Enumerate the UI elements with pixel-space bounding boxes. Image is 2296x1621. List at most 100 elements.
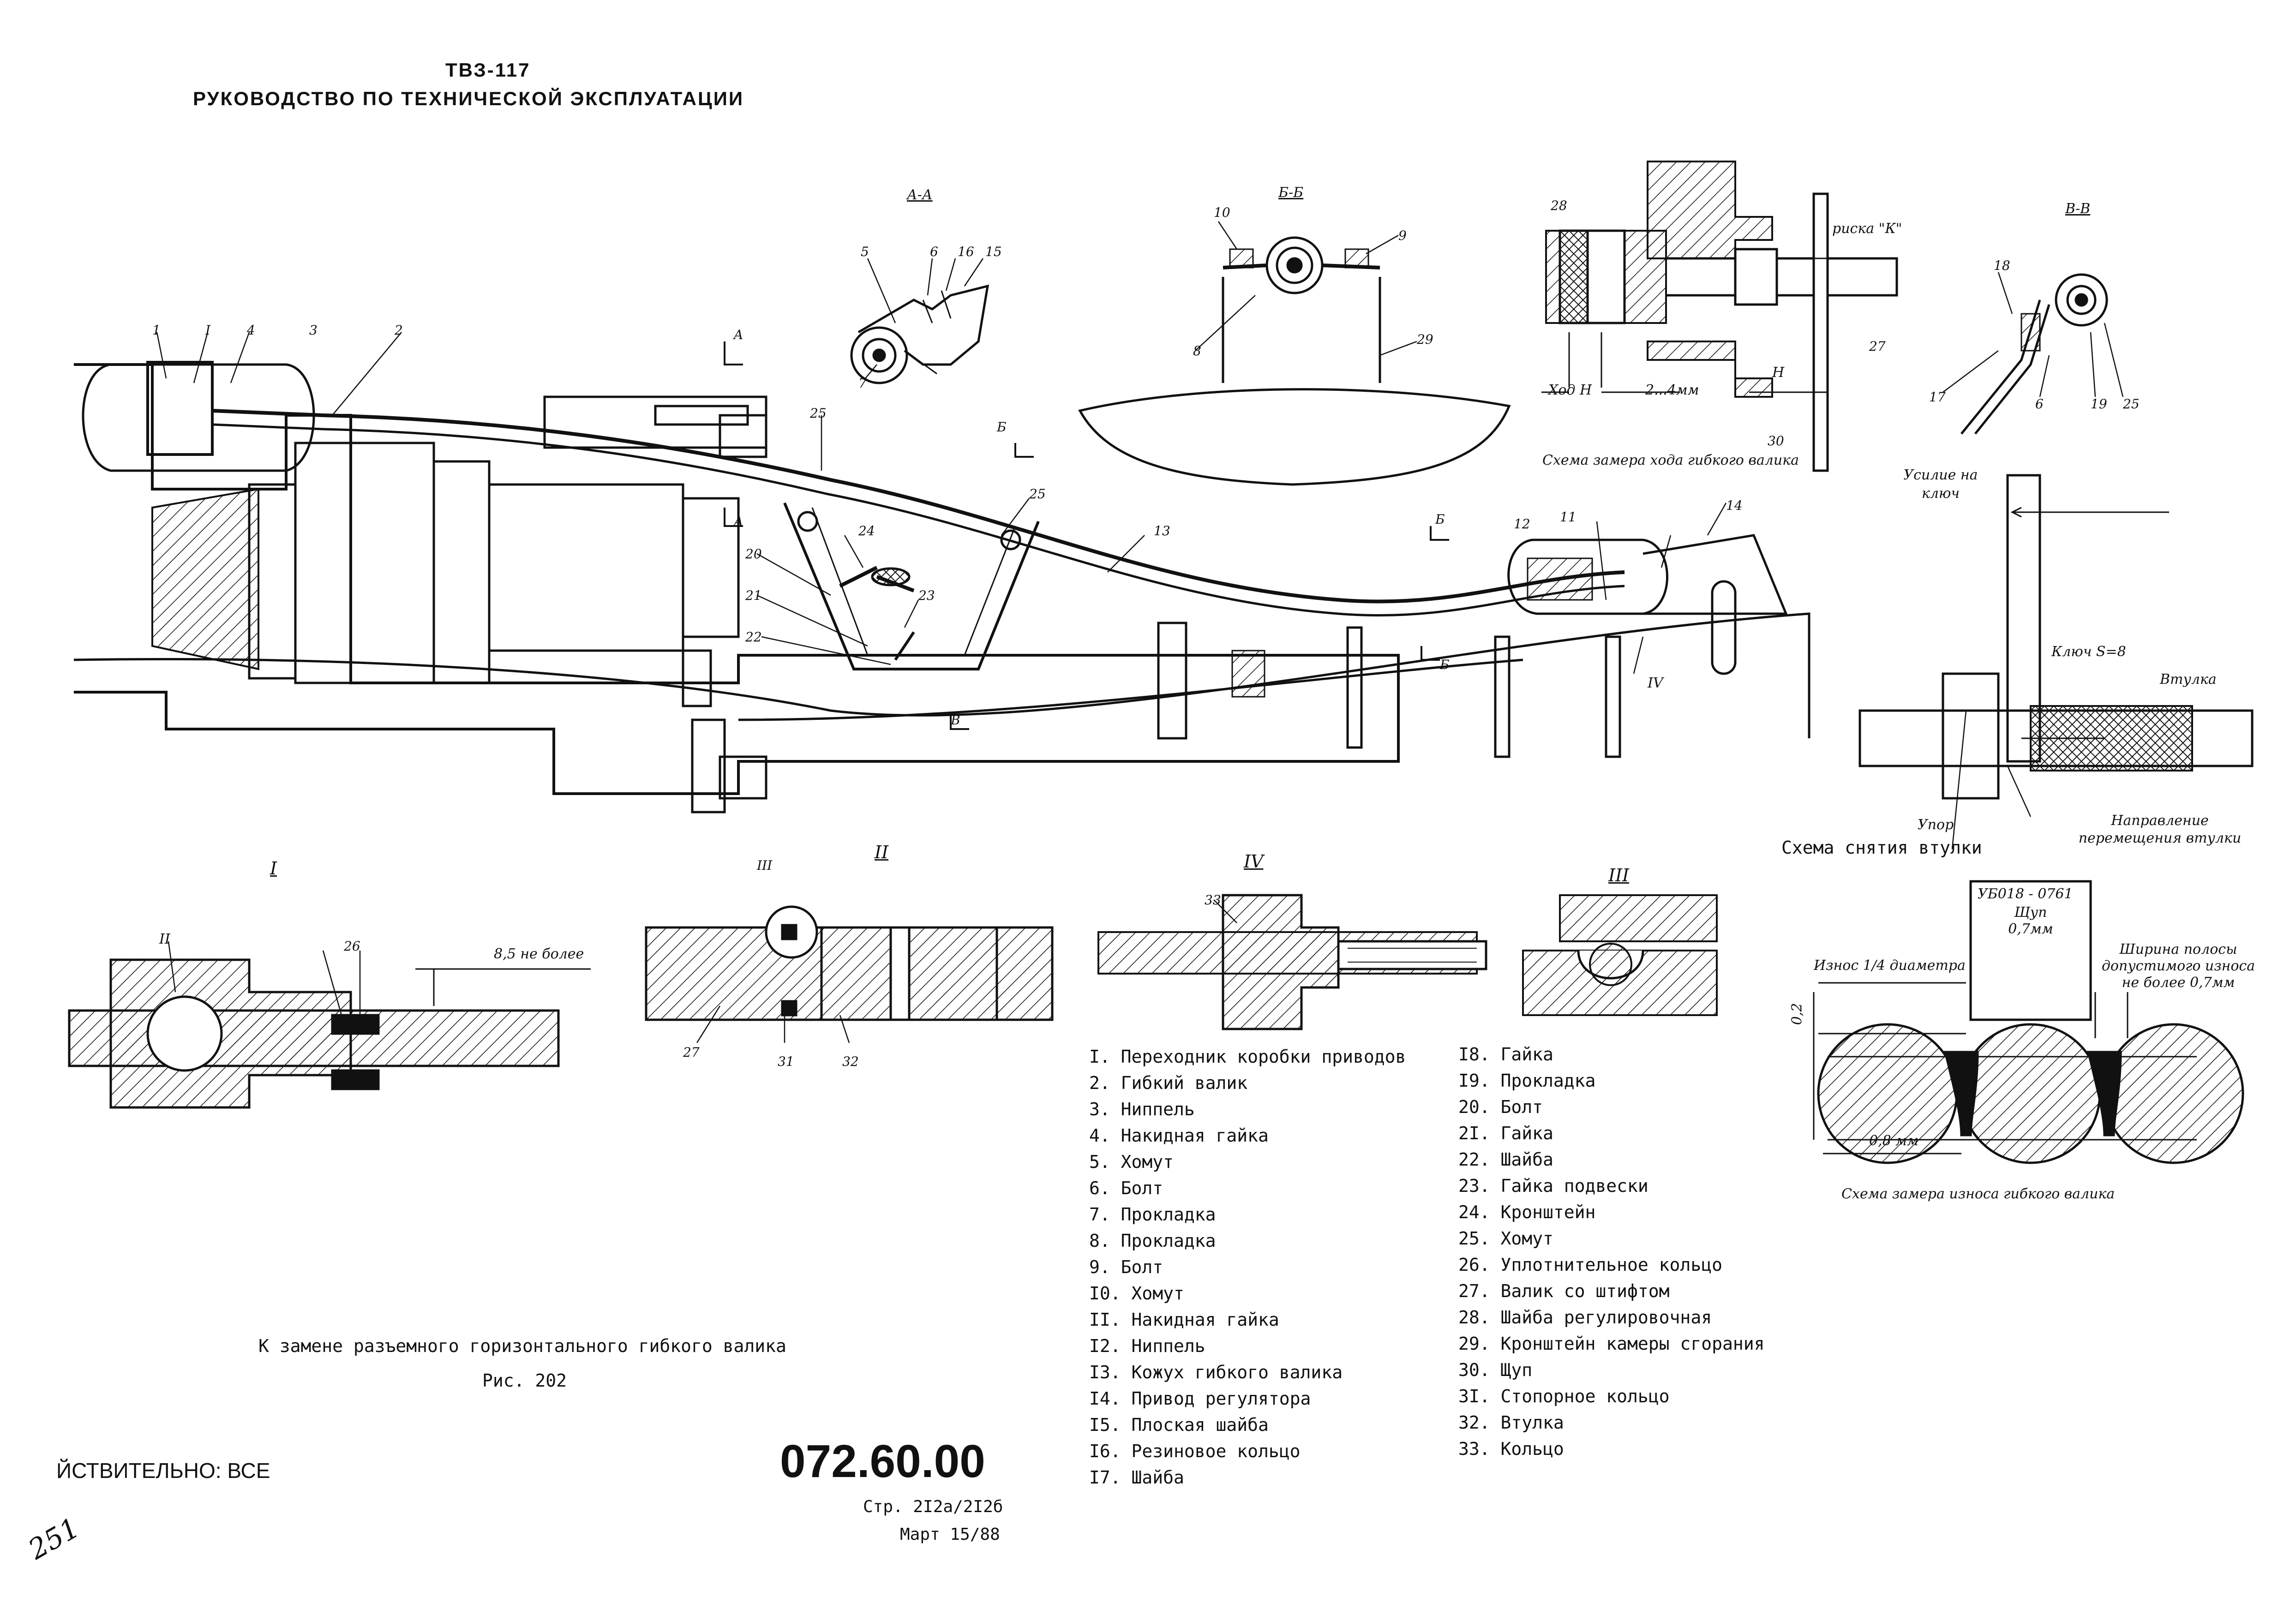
svg-text:27: 27 <box>1869 339 1886 354</box>
legend-item: I3. Кожух гибкого валика <box>1089 1362 1343 1382</box>
detail-IV-drawing: 33 <box>1097 892 1487 1030</box>
detail-title-I: I <box>270 858 277 879</box>
svg-text:Б: Б <box>1435 512 1445 527</box>
detail-I-drawing: 26 II <box>68 931 591 1109</box>
legend-item: 9. Болт <box>1089 1257 1163 1277</box>
svg-text:6: 6 <box>2035 396 2044 412</box>
svg-text:30: 30 <box>1768 433 1784 449</box>
svg-text:1: 1 <box>152 323 161 338</box>
legend-item: 5. Хомут <box>1089 1152 1174 1172</box>
svg-text:В: В <box>950 712 960 728</box>
legend-item: I7. Шайба <box>1089 1467 1184 1488</box>
detail-title-III: III <box>1608 865 1630 885</box>
section-title-aa: А-А <box>907 187 933 203</box>
engine-assembly: 1 I 4 3 2 25 25 13 20 21 22 23 24 12 11 … <box>73 323 1810 813</box>
label-stop: Упор <box>1918 817 1954 833</box>
detail-title-II: II <box>875 842 889 862</box>
legend-item: 29. Кронштейн камеры сгорания <box>1458 1334 1765 1354</box>
label-range: 2...4мм <box>1645 382 1699 398</box>
svg-text:11: 11 <box>1560 509 1577 525</box>
legend-item: I2. Ниппель <box>1089 1336 1205 1356</box>
legend-item: 27. Валик со штифтом <box>1458 1281 1670 1301</box>
wear-measurement-drawing <box>1813 880 2244 1164</box>
legend-item: 2I. Гайка <box>1458 1123 1553 1143</box>
svg-text:3: 3 <box>309 323 318 338</box>
label-hod-n: Ход Н <box>1548 382 1592 398</box>
svg-text:II: II <box>159 931 171 947</box>
svg-text:27: 27 <box>683 1045 700 1060</box>
legend-item: 3. Ниппель <box>1089 1099 1195 1119</box>
revision-date: Март 15/88 <box>900 1525 1000 1544</box>
svg-text:25: 25 <box>2122 396 2140 412</box>
engine-model: ТВЗ-117 <box>445 59 531 81</box>
svg-text:28: 28 <box>1550 198 1567 213</box>
legend-item: 30. Щуп <box>1458 1360 1533 1380</box>
legend-item: I8. Гайка <box>1458 1044 1553 1065</box>
svg-text:16: 16 <box>958 244 974 259</box>
svg-text:Б: Б <box>1439 657 1450 672</box>
legend-item: 4. Накидная гайка <box>1089 1125 1269 1146</box>
section-vv-drawing: 18 17 6 19 25 <box>1929 258 2140 435</box>
legend-item: 28. Шайба регулировочная <box>1458 1307 1712 1328</box>
label-max-85: 8,5 не более <box>494 946 584 962</box>
svg-text:13: 13 <box>1154 523 1170 538</box>
label-wear-quarter: Износ 1/4 диаметра <box>1814 957 1966 974</box>
svg-text:I: I <box>205 323 211 338</box>
label-probe-code: УБ018 - 0761 <box>1978 886 2073 902</box>
svg-text:24: 24 <box>858 523 875 538</box>
figure-number: Рис. 202 <box>482 1370 567 1391</box>
detail-II-drawing: 27 31 32 III <box>645 858 1054 1069</box>
legend-item: I6. Резиновое кольцо <box>1089 1441 1301 1461</box>
svg-text:III: III <box>756 858 773 873</box>
svg-text:23: 23 <box>918 588 935 603</box>
label-dim-02: 0,2 <box>1789 1003 1805 1025</box>
legend-item: 25. Хомут <box>1458 1228 1553 1249</box>
svg-text:15: 15 <box>985 244 1002 259</box>
svg-text:IV: IV <box>1647 675 1665 691</box>
legend-item: II. Накидная гайка <box>1089 1310 1279 1330</box>
legend-item: 20. Болт <box>1458 1097 1543 1117</box>
validity-note: ЙСТВИТЕЛЬНО: ВСЕ <box>56 1459 270 1483</box>
legend-item: 3I. Стопорное кольцо <box>1458 1386 1670 1406</box>
detail-III-drawing <box>1522 894 1718 1016</box>
label-removal-scheme: Схема снятия втулки <box>1781 837 1982 858</box>
svg-text:12: 12 <box>1514 516 1530 532</box>
legend-item: I0. Хомут <box>1089 1283 1184 1304</box>
svg-text:8: 8 <box>1193 343 1201 359</box>
label-dim-08: 0,8 мм <box>1869 1133 1918 1149</box>
svg-text:7: 7 <box>858 376 867 391</box>
svg-text:33: 33 <box>1205 892 1221 908</box>
label-bushing: Втулка <box>2160 671 2217 688</box>
svg-text:10: 10 <box>1214 205 1230 220</box>
bushing-removal-drawing <box>1858 474 2254 849</box>
legend-item: 32. Втулка <box>1458 1412 1564 1433</box>
legend-item: I5. Плоская шайба <box>1089 1415 1269 1435</box>
svg-text:9: 9 <box>1398 228 1407 243</box>
section-title-bb: Б-Б <box>1278 185 1304 201</box>
label-key: Ключ S=8 <box>2051 644 2126 660</box>
legend-item: I. Переходник коробки приводов <box>1089 1047 1406 1067</box>
section-aa-drawing: 5 6 16 15 7 <box>850 244 1002 391</box>
legend-item: 24. Кронштейн <box>1458 1202 1596 1222</box>
legend-item: 33. Кольцо <box>1458 1439 1564 1459</box>
svg-text:18: 18 <box>1994 258 2010 273</box>
svg-text:4: 4 <box>246 323 255 338</box>
legend-item: I4. Привод регулятора <box>1089 1388 1311 1409</box>
label-force: Усилие на ключ <box>1903 467 1978 502</box>
svg-text:22: 22 <box>745 629 762 645</box>
legend-item: 2. Гибкий валик <box>1089 1073 1248 1093</box>
svg-text:19: 19 <box>2091 396 2107 412</box>
svg-text:14: 14 <box>1726 498 1743 513</box>
svg-text:17: 17 <box>1929 389 1946 405</box>
travel-measurement-drawing: 28 27 30 <box>1541 161 1898 472</box>
svg-text:31: 31 <box>778 1054 794 1069</box>
legend-item: 22. Шайба <box>1458 1149 1553 1170</box>
label-n: Н <box>1772 365 1785 381</box>
label-travel-scheme: Схема замера хода гибкого валика <box>1542 452 1799 468</box>
svg-text:25: 25 <box>809 406 827 421</box>
page-number: Стр. 2I2а/2I2б <box>863 1497 1003 1516</box>
svg-text:6: 6 <box>930 244 938 259</box>
